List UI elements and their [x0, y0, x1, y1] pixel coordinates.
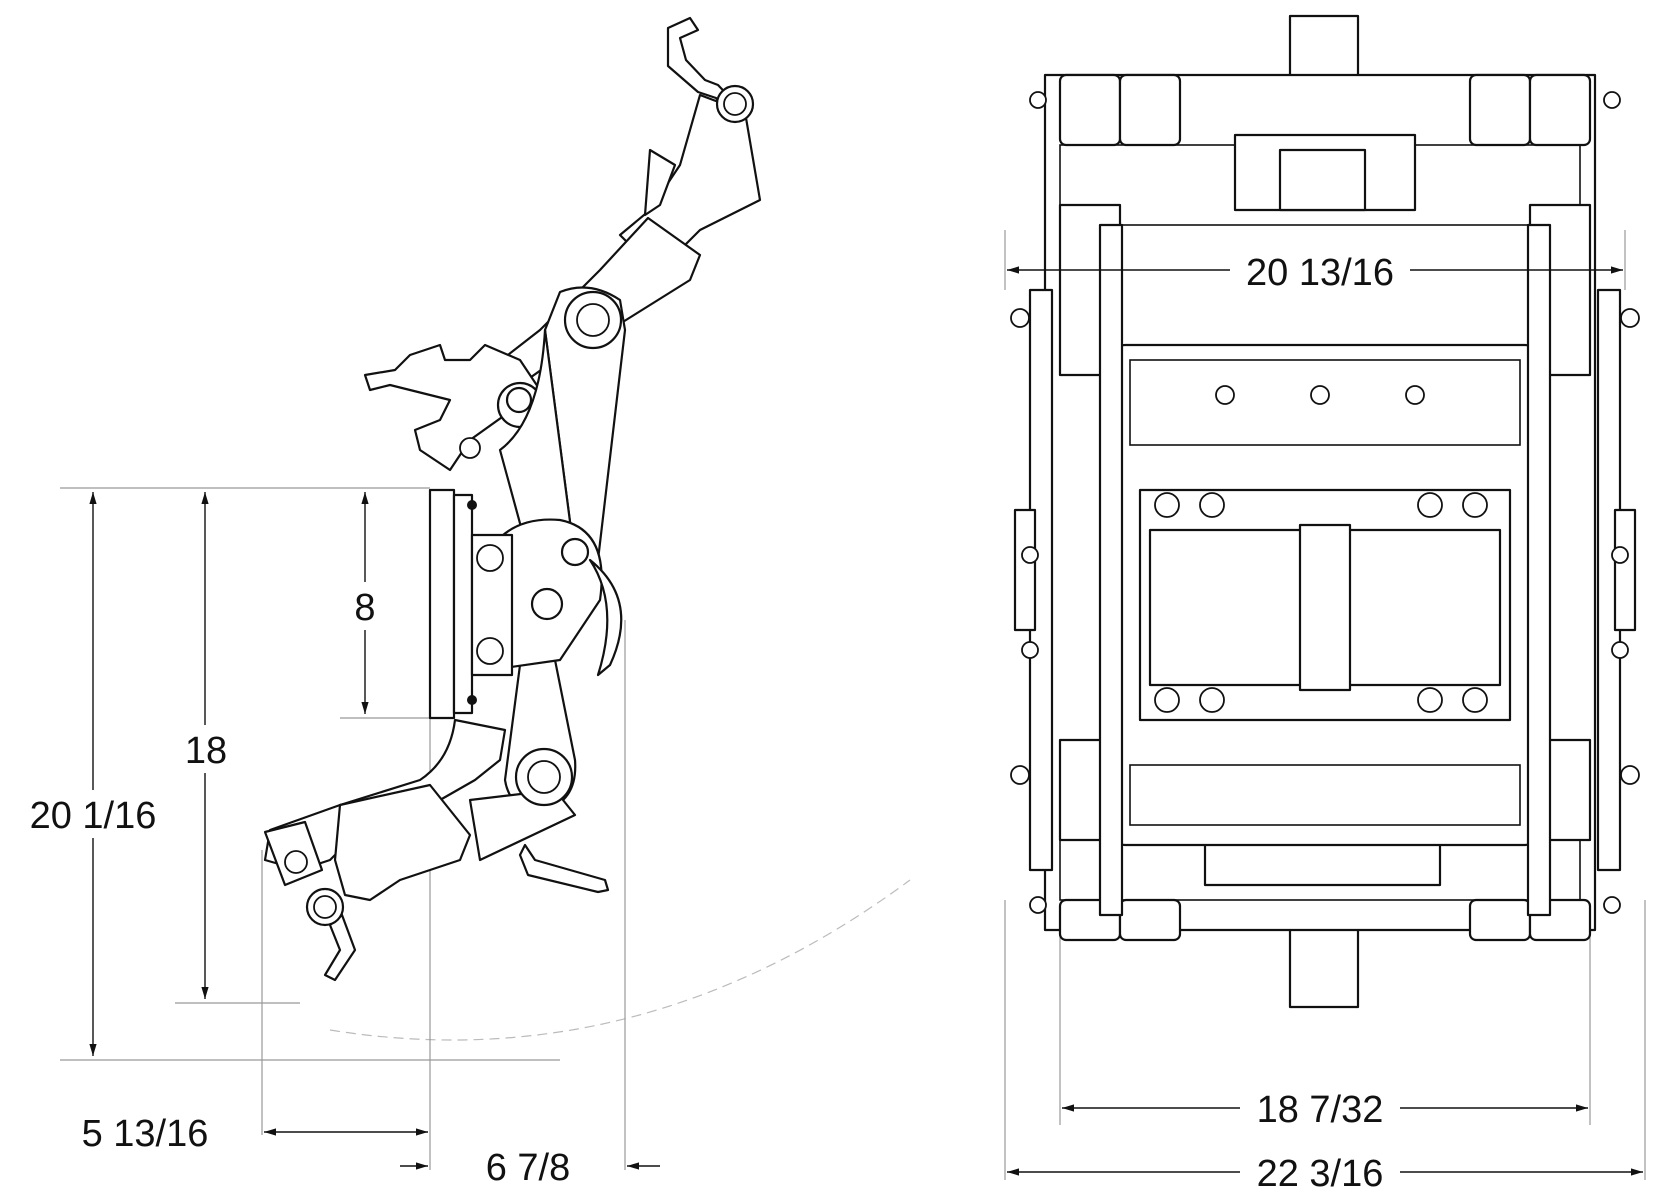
dim-inner-width: 20 13/16: [1246, 252, 1394, 294]
dim-overall-width: 22 3/16: [1257, 1153, 1384, 1195]
dim-height-overall: 20 1/16: [30, 795, 157, 837]
dim-height-mid: 18: [185, 730, 227, 772]
lower-arm: [263, 718, 610, 982]
dim-width-left: 5 13/16: [82, 1113, 209, 1155]
dim-frame-width: 18 7/32: [1257, 1089, 1384, 1131]
mount-plate: [428, 488, 514, 720]
dim-width-right: 6 7/8: [486, 1147, 571, 1189]
top-rollers: [1058, 73, 1592, 212]
side-fasteners: [284, 84, 755, 927]
front-dimensions: 20 13/16 18 7/32 22 3/16: [1007, 248, 1643, 1196]
front-view: 20 13/16 18 7/32 22 3/16: [1004, 14, 1646, 1196]
side-dimensions: 20 1/16 18 8 5 13/16 6 7/8: [20, 492, 660, 1189]
motor-block: [1138, 488, 1512, 722]
dim-height-plate: 8: [354, 587, 375, 629]
side-view: 20 1/16 18 8 5 13/16 6 7/8: [20, 16, 911, 1189]
front-fasteners: [1010, 91, 1640, 914]
